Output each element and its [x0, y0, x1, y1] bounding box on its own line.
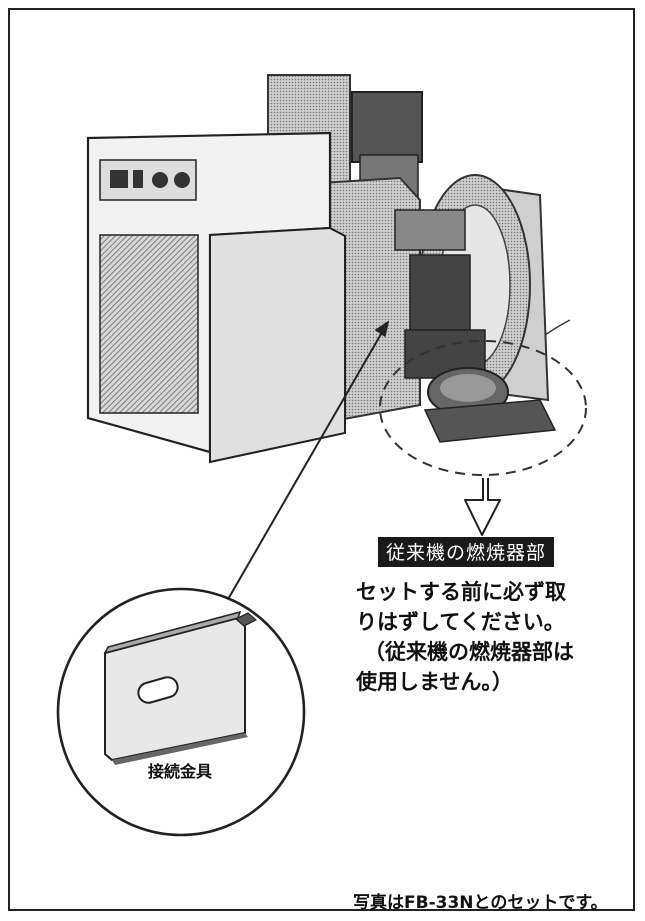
- instruction-line-3: （従来機の燃焼器部は: [364, 640, 574, 664]
- instruction-line-1: セットする前に必ず取: [356, 580, 566, 604]
- pointer-line: [211, 321, 389, 628]
- instruction-line-2: りはずしてください。: [356, 610, 565, 634]
- old-burner-part: [404, 319, 571, 443]
- instruction-line-4: 使用しません。）: [356, 670, 513, 694]
- photo-caption: 写真はFB-33Nとのセットです。: [353, 893, 608, 913]
- down-arrow: [464, 478, 501, 536]
- front-cabinet: [86, 131, 346, 464]
- pointer-arrowhead: [374, 320, 390, 338]
- old-burner-label: 従来機の燃焼器部: [378, 537, 555, 567]
- connection-bracket-label: 接続金具: [148, 762, 213, 781]
- connection-bracket: [103, 610, 258, 765]
- highlight-circle: [379, 340, 587, 476]
- page-frame: [8, 8, 635, 911]
- removal-instruction: セットする前に必ず取 りはずしてください。 （従来機の燃焼器部は 使用しません。…: [356, 577, 631, 697]
